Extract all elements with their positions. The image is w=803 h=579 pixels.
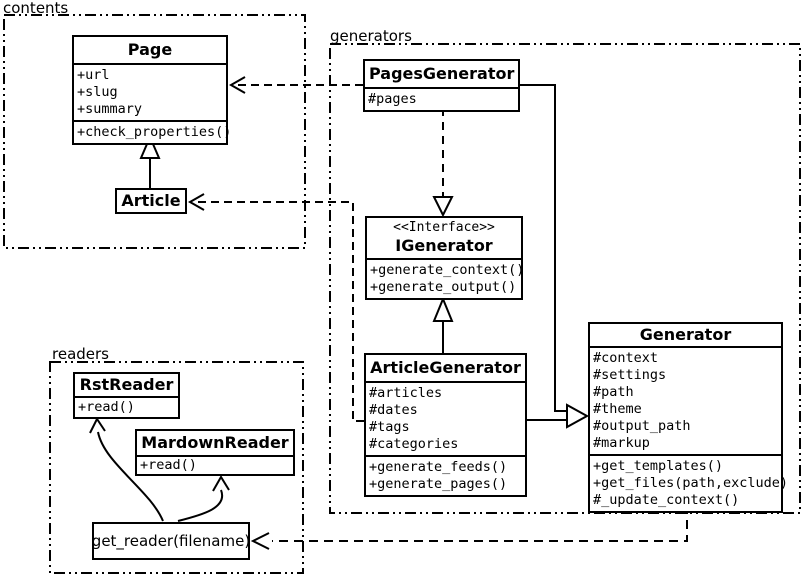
method: +get_templates() bbox=[593, 458, 724, 474]
method: +get_files(path,exclude) bbox=[593, 475, 789, 491]
class-generator-methods: +get_templates() +get_files(path,exclude… bbox=[590, 454, 789, 511]
attribute: +summary bbox=[77, 101, 143, 117]
attribute: #pages bbox=[368, 91, 417, 107]
class-article-title: Article bbox=[121, 191, 181, 210]
edge-pagesgenerator-to-generator bbox=[520, 84, 567, 412]
class-page-attributes: +url +slug +summary bbox=[74, 63, 226, 120]
attribute: +slug bbox=[77, 84, 118, 100]
method: #_update_context() bbox=[593, 492, 740, 508]
class-mardownreader: MardownReader +read() bbox=[135, 429, 295, 476]
method: +read() bbox=[78, 399, 135, 415]
arrowhead-open-article bbox=[187, 193, 205, 211]
class-pagesgenerator-attributes: #pages bbox=[365, 87, 518, 110]
class-articlegenerator-attributes: #articles #dates #tags #categories bbox=[366, 381, 525, 455]
method: +generate_feeds() bbox=[369, 459, 508, 475]
arrowhead-triangle-igenerator-top bbox=[432, 196, 454, 218]
method: +generate_output() bbox=[370, 279, 517, 295]
class-generator-attributes: #context #settings #path #theme #output_… bbox=[590, 346, 781, 454]
arrowhead-triangle-generator bbox=[566, 403, 590, 429]
class-mardownreader-methods: +read() bbox=[137, 455, 293, 474]
class-article: Article bbox=[115, 188, 187, 214]
class-generator-title: Generator bbox=[639, 325, 732, 344]
class-rstreader-methods: +read() bbox=[75, 396, 178, 417]
arrowhead-triangle-igenerator-bottom bbox=[432, 296, 454, 322]
attribute: #theme bbox=[593, 401, 642, 417]
package-label-contents: contents bbox=[3, 0, 69, 17]
attribute: #path bbox=[593, 384, 634, 400]
class-mardownreader-title: MardownReader bbox=[141, 433, 289, 452]
class-page-methods: +check_properties() bbox=[74, 120, 232, 143]
edge-generator-to-getreader bbox=[272, 505, 688, 542]
class-igenerator-stereotype: <<Interface>> bbox=[393, 220, 495, 235]
class-rstreader-title: RstReader bbox=[79, 375, 174, 394]
arrowhead-triangle-page bbox=[139, 134, 161, 159]
arrowhead-open-rstreader bbox=[89, 417, 106, 434]
class-generator: Generator #context #settings #path #them… bbox=[588, 322, 789, 513]
attribute: #tags bbox=[369, 419, 410, 435]
arrowhead-open-getreader bbox=[250, 532, 270, 550]
class-pagesgenerator: PagesGenerator #pages bbox=[363, 59, 520, 112]
attribute: #output_path bbox=[593, 418, 691, 434]
package-label-readers: readers bbox=[52, 345, 109, 363]
class-igenerator: <<Interface>> IGenerator +generate_conte… bbox=[365, 216, 525, 300]
package-generators-border bbox=[329, 43, 801, 514]
class-articlegenerator-title: ArticleGenerator bbox=[370, 358, 521, 377]
attribute: #categories bbox=[369, 436, 459, 452]
class-articlegenerator: ArticleGenerator #articles #dates #tags … bbox=[364, 353, 527, 497]
attribute: +url bbox=[77, 67, 110, 83]
class-articlegenerator-methods: +generate_feeds() +generate_pages() bbox=[366, 455, 525, 495]
attribute: #markup bbox=[593, 435, 650, 451]
class-page: Page +url +slug +summary +check_properti… bbox=[72, 35, 232, 145]
function-box-get-reader: get_reader(filename) bbox=[92, 522, 250, 560]
method: +check_properties() bbox=[77, 124, 232, 140]
arrowhead-open-page bbox=[228, 76, 246, 94]
edge-getreader-to-mardownreader bbox=[177, 489, 224, 522]
attribute: #dates bbox=[369, 402, 418, 418]
class-page-title: Page bbox=[127, 40, 173, 59]
class-igenerator-title: <<Interface>> IGenerator bbox=[367, 218, 521, 258]
attribute: #articles bbox=[369, 385, 443, 401]
attribute: #context bbox=[593, 350, 659, 366]
arrowhead-open-mardownreader bbox=[212, 475, 230, 492]
edge-getreader-to-rstreader bbox=[97, 431, 164, 522]
class-igenerator-methods: +generate_context() +generate_output() bbox=[367, 258, 525, 298]
class-pagesgenerator-title: PagesGenerator bbox=[369, 64, 515, 83]
package-label-generators: generators bbox=[330, 27, 412, 45]
method: +generate_context() bbox=[370, 262, 525, 278]
attribute: #settings bbox=[593, 367, 667, 383]
class-igenerator-name: IGenerator bbox=[395, 236, 493, 255]
method: +read() bbox=[140, 457, 197, 473]
edge-articlegenerator-to-article bbox=[196, 201, 364, 422]
package-readers-border bbox=[49, 361, 304, 574]
get-reader-label: get_reader(filename) bbox=[91, 532, 251, 550]
package-contents-border bbox=[3, 14, 306, 249]
method: +generate_pages() bbox=[369, 476, 508, 492]
class-rstreader: RstReader +read() bbox=[73, 372, 180, 419]
